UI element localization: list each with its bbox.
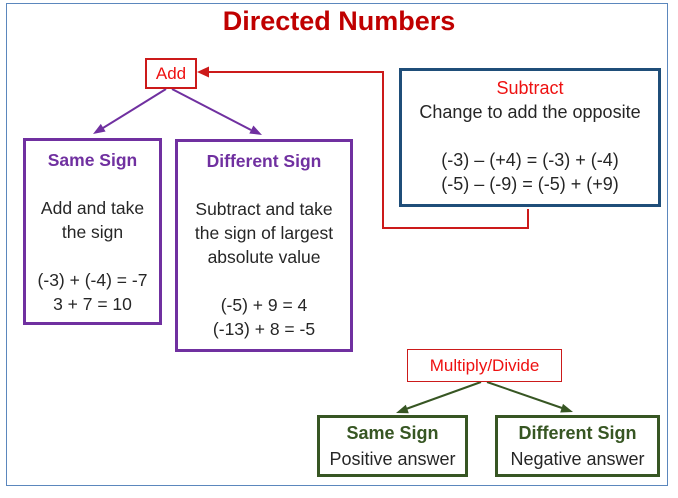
red-arrowhead-icon (197, 66, 209, 78)
spacer-line (26, 244, 159, 268)
same-sign-rule-line: the sign (61, 222, 124, 242)
node-multiply-divide-label: Multiply/Divide (429, 355, 540, 375)
purple-arrowhead-icon (93, 123, 106, 134)
node-add-same-sign-title: Same Sign (47, 150, 138, 170)
node-subtract: Subtract Change to add the opposite (-3)… (399, 68, 661, 207)
purple-arrow-add-to-same-sign (93, 88, 167, 134)
node-add-different-sign: Different Sign Subtract and take the sig… (175, 139, 353, 352)
subtract-rule-line: Change to add the opposite (419, 102, 641, 122)
purple-arrow-line (171, 88, 252, 131)
different-sign-rule-line: absolute value (207, 247, 321, 267)
green-arrowhead-icon (560, 403, 573, 413)
green-arrow-line (405, 381, 482, 410)
spacer-line (26, 172, 159, 196)
node-multiply-same-sign: Same Sign Positive answer (317, 415, 468, 477)
spacer-line (402, 124, 658, 148)
node-multiply-same-sign-title: Same Sign (346, 423, 439, 443)
subtract-example-line: (-5) – (-9) = (-5) + (+9) (441, 174, 619, 194)
node-add: Add (145, 58, 197, 89)
different-sign-example-line: (-13) + 8 = -5 (212, 319, 316, 339)
green-arrow-multiply-to-different-sign (486, 381, 573, 413)
different-sign-rule-line: the sign of largest (194, 223, 334, 243)
node-multiply-different-sign-title: Different Sign (518, 423, 637, 443)
subtract-example-line: (-3) – (+4) = (-3) + (-4) (441, 150, 619, 170)
spacer-line (178, 269, 350, 293)
green-arrow-line (486, 381, 563, 409)
node-multiply-divide: Multiply/Divide (407, 349, 562, 382)
node-add-same-sign: Same Sign Add and take the sign (-3) + (… (23, 138, 162, 325)
green-arrow-multiply-to-same-sign (396, 381, 482, 414)
purple-arrow-add-to-different-sign (171, 88, 262, 135)
node-multiply-different-sign: Different Sign Negative answer (495, 415, 660, 477)
node-add-different-sign-title: Different Sign (206, 151, 322, 171)
different-sign-example-line: (-5) + 9 = 4 (220, 295, 308, 315)
same-sign-rule-line: Add and take (40, 198, 145, 218)
spacer-line (178, 173, 350, 197)
purple-arrowhead-icon (249, 125, 262, 135)
page-title: Directed Numbers (222, 6, 456, 36)
green-arrowhead-icon (396, 404, 409, 414)
purple-arrow-line (102, 88, 167, 129)
node-add-label: Add (155, 63, 187, 83)
different-sign-rule-line: Subtract and take (195, 199, 333, 219)
same-sign-example-line: (-3) + (-4) = -7 (37, 270, 148, 290)
node-subtract-title: Subtract (496, 78, 564, 98)
multiply-different-sign-answer: Negative answer (510, 449, 645, 469)
same-sign-example-line: 3 + 7 = 10 (53, 294, 132, 314)
multiply-same-sign-answer: Positive answer (329, 449, 456, 469)
